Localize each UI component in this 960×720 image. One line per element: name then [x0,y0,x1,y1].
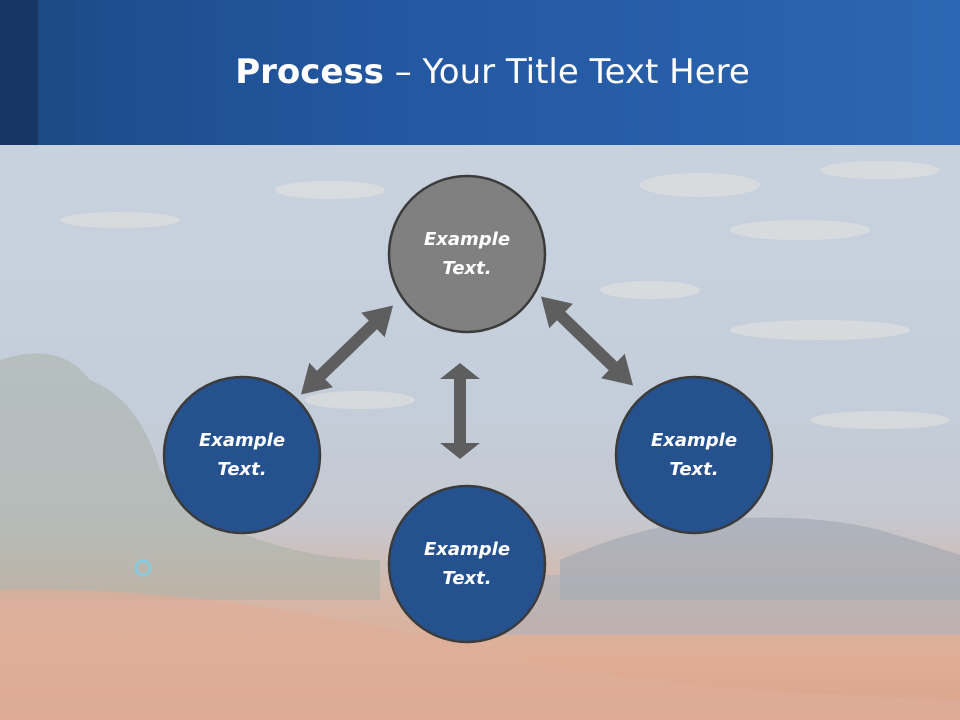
title-bar: Process – Your Title Text Here [0,0,960,145]
header-accent-dark [0,0,38,145]
node-bottom-label: Example Text. [397,535,537,593]
arrow-top-left [300,305,394,395]
node-left-label: Example Text. [172,426,312,484]
title-bold: Process [235,52,384,92]
node-bottom-label-line2: Text. [442,568,492,589]
process-node-right [614,375,774,535]
node-top-label-line1: Example [423,229,511,250]
node-bottom-label-line1: Example [423,539,511,560]
process-node-left [162,375,322,535]
process-node-bottom [387,484,547,644]
node-left-label-line2: Text. [217,459,267,480]
process-node-top [387,174,547,334]
slide-title: Process – Your Title Text Here [0,52,960,92]
node-top-label-line2: Text. [442,258,492,279]
arrow-vertical [440,363,480,459]
node-right-label-line2: Text. [669,459,719,480]
node-top-label: Example Text. [397,225,537,283]
header-accent-mid [38,0,75,145]
arrow-top-right [540,296,634,386]
node-left-label-line1: Example [198,430,286,451]
node-right-label-line1: Example [650,430,738,451]
title-rest: – Your Title Text Here [383,52,750,92]
node-right-label: Example Text. [624,426,764,484]
